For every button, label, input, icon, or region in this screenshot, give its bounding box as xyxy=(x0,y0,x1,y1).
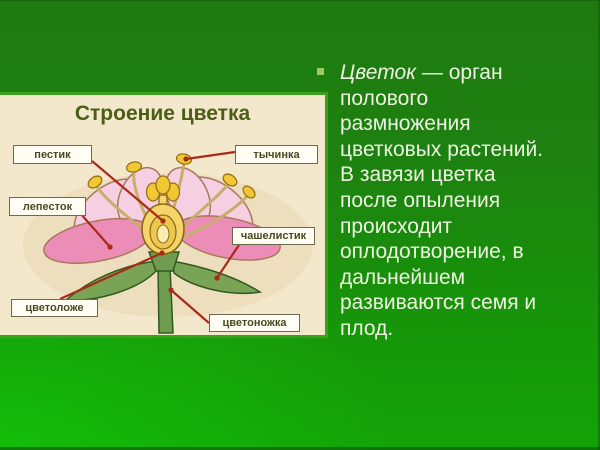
text-line: дальнейшем xyxy=(340,265,466,289)
text-line: Цветок — орган xyxy=(340,60,590,86)
bullet-square-icon xyxy=(317,68,324,75)
text-line: оплодотворение, в xyxy=(340,240,524,264)
text-line: размножения xyxy=(340,112,471,136)
diagram-title: Строение цветка xyxy=(74,102,251,125)
text-line: полового xyxy=(340,86,429,110)
stem-and-receptacle xyxy=(147,251,181,334)
stigma-lobes xyxy=(145,175,181,202)
label-stamen: тычинка xyxy=(235,145,318,164)
stem xyxy=(157,266,174,334)
text-line: В завязи цветка xyxy=(340,163,496,187)
label-sepal: чашелистик xyxy=(232,227,315,245)
label-pedicel: цветоножка xyxy=(209,314,300,332)
term-flower: Цветок xyxy=(340,61,417,84)
pointer-line-stamen xyxy=(185,150,236,161)
text-line: развиваются семя и xyxy=(340,291,537,315)
label-receptacle: цветоложе xyxy=(11,299,98,317)
label-petal: лепесток xyxy=(9,197,86,216)
text-line: происходит xyxy=(340,214,453,238)
ovule xyxy=(156,224,170,244)
pointer-lines xyxy=(59,150,240,324)
anthers xyxy=(87,153,256,199)
flower-illustration xyxy=(23,150,313,334)
flower-diagram-panel: Строение цветка пестик тычинка лепесток … xyxy=(0,92,328,338)
front-petals xyxy=(43,215,281,265)
pointer-line-pistil xyxy=(91,160,164,222)
pointer-line-petal xyxy=(79,212,111,248)
pistil xyxy=(141,175,185,255)
bullet-text: Цветок — орган полового размножения цвет… xyxy=(340,60,590,342)
pointer-line-pedicel xyxy=(170,289,210,324)
pointer-line-sepal xyxy=(216,244,240,279)
text-line: цветковых растений. xyxy=(340,137,544,161)
text-line-rest: — орган xyxy=(416,61,503,84)
pointer-line-receptacle xyxy=(59,251,163,301)
text-line: плод. xyxy=(340,316,394,340)
text-line: после опыления xyxy=(340,188,501,212)
label-pistil: пестик xyxy=(13,145,92,164)
pointer-dots xyxy=(107,156,220,293)
